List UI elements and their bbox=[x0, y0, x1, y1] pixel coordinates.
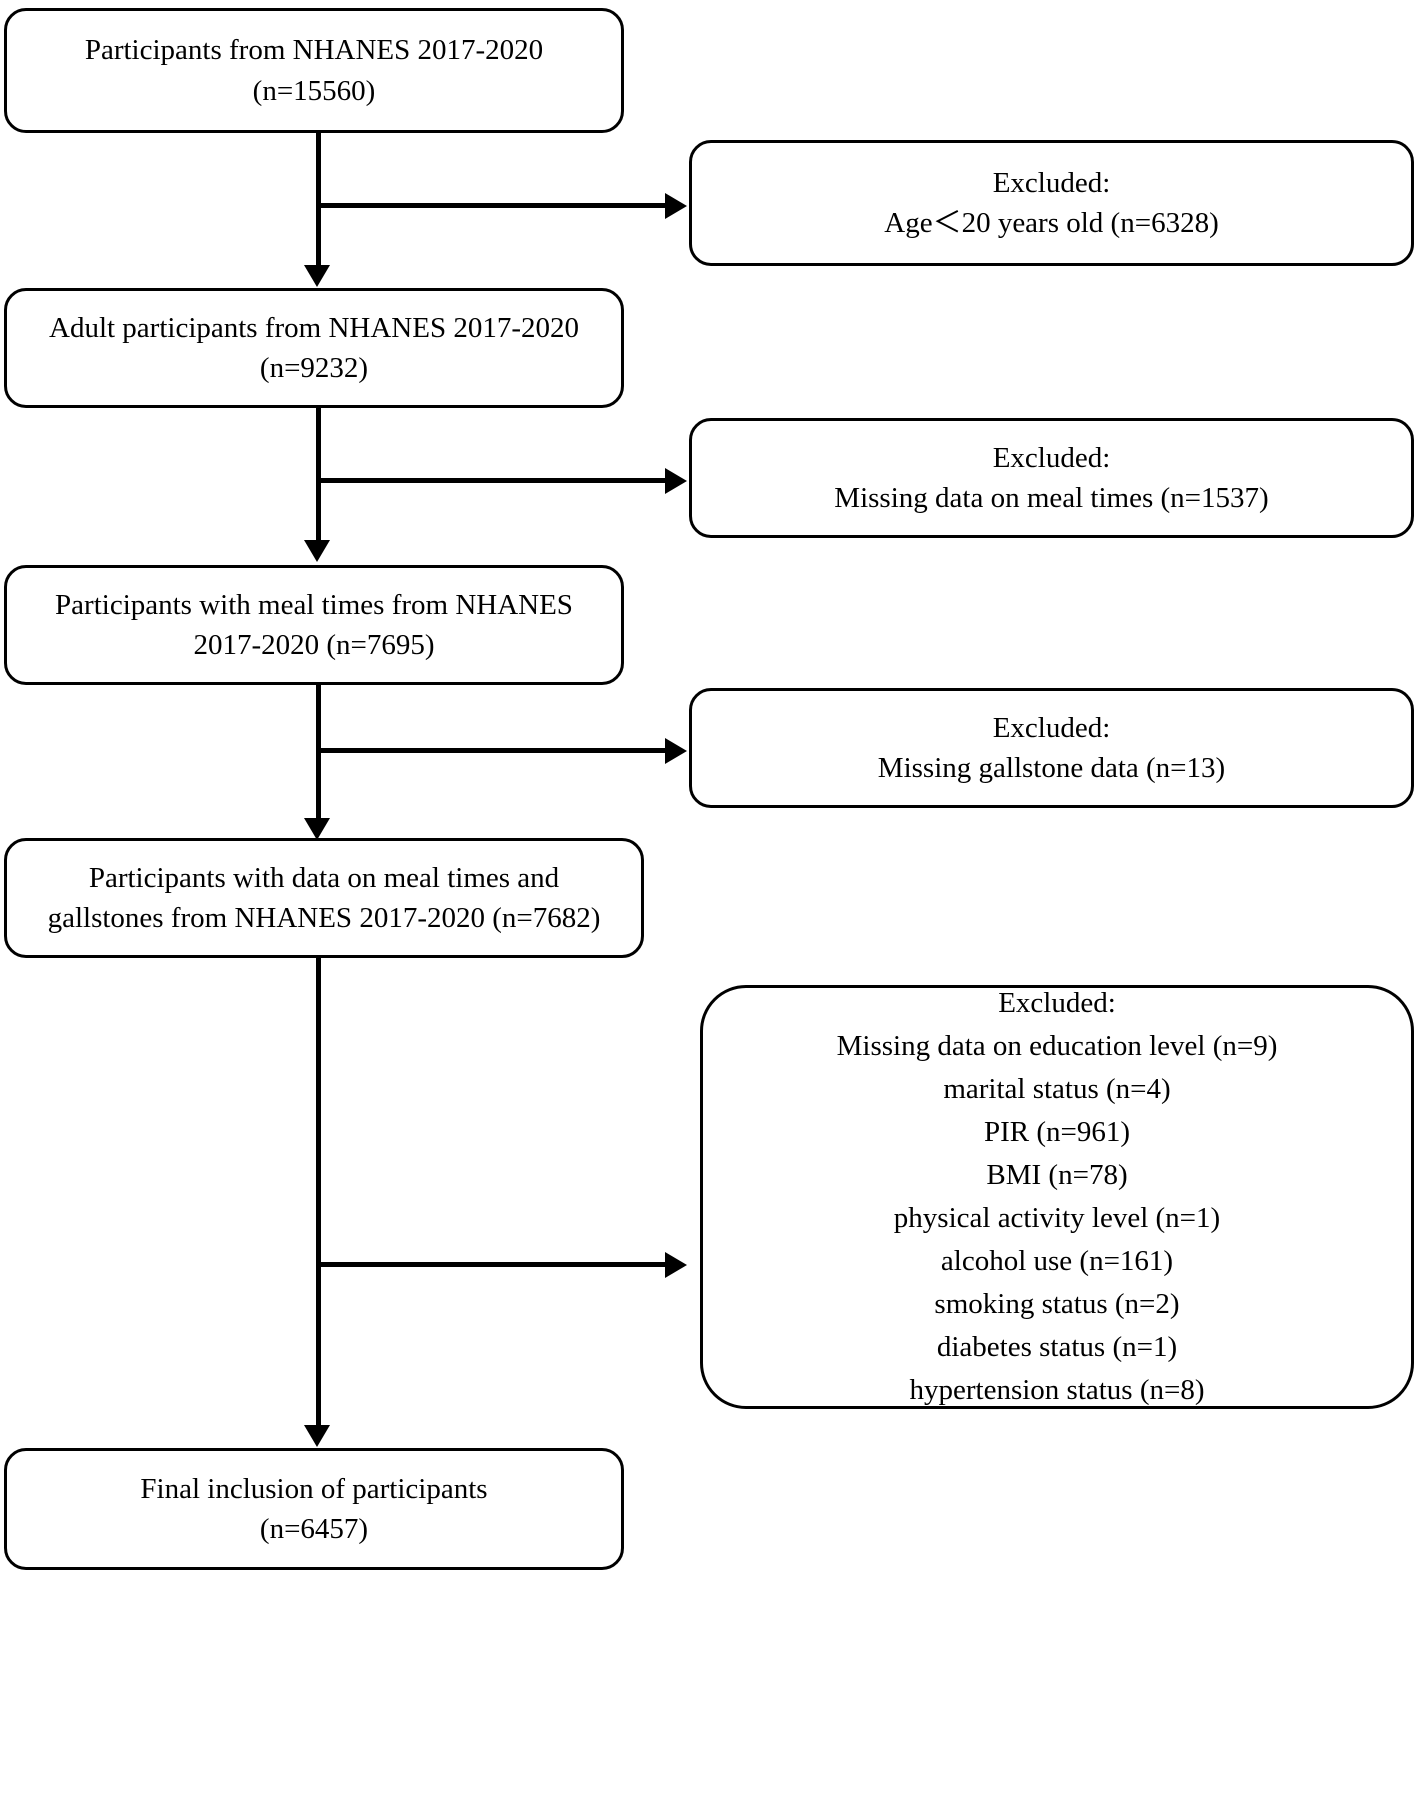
arrow-into-adults bbox=[304, 265, 330, 287]
node-adult-participants-line-1: Adult participants from NHANES 2017-2020 bbox=[49, 311, 579, 344]
connector-branch-gallstone bbox=[318, 748, 668, 753]
node-excluded-covariates-item-3: BMI (n=78) bbox=[986, 1159, 1128, 1192]
node-excluded-gallstone-text: Excluded: Missing gallstone data (n=13) bbox=[692, 708, 1411, 788]
node-excluded-age: Excluded: Age＜20 years old (n=6328) bbox=[689, 140, 1414, 266]
node-excluded-meal-times-line-1: Excluded: bbox=[992, 441, 1111, 474]
arrow-into-meal-gallstone bbox=[304, 818, 330, 840]
node-participants-meal-times-line-1: Participants with meal times from NHANES bbox=[55, 588, 573, 621]
node-participants-meal-gallstone-text: Participants with data on meal times and… bbox=[7, 858, 641, 938]
connector-branch-age bbox=[318, 203, 668, 208]
arrow-into-excluded-gallstone bbox=[665, 738, 687, 764]
node-excluded-covariates-item-2: PIR (n=961) bbox=[983, 1116, 1131, 1149]
node-excluded-meal-times-line-2: Missing data on meal times (n=1537) bbox=[834, 482, 1269, 514]
node-participants-total-line-1: Participants from NHANES 2017-2020 bbox=[84, 34, 544, 67]
node-participants-total-line-2: (n=15560) bbox=[252, 74, 376, 107]
connector-branch-covariates bbox=[318, 1262, 668, 1267]
connector-trunk-4 bbox=[316, 958, 321, 1433]
node-excluded-age-line-1: Excluded: bbox=[992, 166, 1111, 199]
arrow-into-excluded-age bbox=[665, 193, 687, 219]
node-excluded-covariates-item-0: Missing data on education level (n=9) bbox=[836, 1030, 1278, 1063]
node-participants-meal-gallstone-line-1: Participants with data on meal times and bbox=[88, 861, 560, 894]
node-participants-meal-times-text: Participants with meal times from NHANES… bbox=[7, 585, 621, 665]
node-excluded-covariates-item-5: alcohol use (n=161) bbox=[940, 1244, 1174, 1277]
node-final-inclusion-line-2: (n=6457) bbox=[259, 1513, 369, 1545]
arrow-into-final bbox=[304, 1425, 330, 1447]
node-excluded-age-text: Excluded: Age＜20 years old (n=6328) bbox=[692, 163, 1411, 243]
node-participants-total: Participants from NHANES 2017-2020 (n=15… bbox=[4, 8, 624, 133]
arrow-into-excluded-meal-times bbox=[665, 468, 687, 494]
node-participants-total-text: Participants from NHANES 2017-2020 (n=15… bbox=[7, 30, 621, 110]
node-final-inclusion-text: Final inclusion of participants (n=6457) bbox=[7, 1469, 621, 1549]
node-excluded-covariates-header: Excluded: bbox=[998, 987, 1116, 1020]
node-excluded-meal-times: Excluded: Missing data on meal times (n=… bbox=[689, 418, 1414, 538]
node-excluded-covariates-item-1: marital status (n=4) bbox=[943, 1073, 1171, 1106]
node-participants-meal-gallstone-line-2: gallstones from NHANES 2017-2020 (n=7682… bbox=[47, 902, 601, 934]
node-excluded-covariates: Excluded: Missing data on education leve… bbox=[700, 985, 1414, 1409]
node-excluded-gallstone: Excluded: Missing gallstone data (n=13) bbox=[689, 688, 1414, 808]
node-excluded-covariates-item-7: diabetes status (n=1) bbox=[936, 1330, 1178, 1363]
node-adult-participants-line-2: (n=9232) bbox=[259, 352, 369, 384]
node-excluded-covariates-item-8: hypertension status (n=8) bbox=[909, 1373, 1205, 1406]
node-excluded-covariates-item-6: smoking status (n=2) bbox=[934, 1287, 1180, 1320]
connector-branch-meal-times bbox=[318, 478, 668, 483]
node-final-inclusion-line-1: Final inclusion of participants bbox=[140, 1472, 488, 1505]
node-excluded-covariates-text: Excluded: Missing data on education leve… bbox=[703, 982, 1411, 1411]
node-participants-meal-gallstone: Participants with data on meal times and… bbox=[4, 838, 644, 958]
connector-trunk-3 bbox=[316, 685, 321, 825]
node-excluded-age-line-2: Age＜20 years old (n=6328) bbox=[884, 207, 1219, 239]
arrow-into-excluded-covariates bbox=[665, 1252, 687, 1278]
node-excluded-gallstone-line-2: Missing gallstone data (n=13) bbox=[877, 752, 1226, 784]
node-adult-participants: Adult participants from NHANES 2017-2020… bbox=[4, 288, 624, 408]
node-excluded-gallstone-line-1: Excluded: bbox=[992, 711, 1111, 744]
node-participants-meal-times-line-2: 2017-2020 (n=7695) bbox=[193, 629, 435, 661]
node-adult-participants-text: Adult participants from NHANES 2017-2020… bbox=[7, 308, 621, 388]
node-participants-meal-times: Participants with meal times from NHANES… bbox=[4, 565, 624, 685]
node-final-inclusion: Final inclusion of participants (n=6457) bbox=[4, 1448, 624, 1570]
arrow-into-meal-times bbox=[304, 540, 330, 562]
node-excluded-meal-times-text: Excluded: Missing data on meal times (n=… bbox=[692, 438, 1411, 518]
node-excluded-covariates-item-4: physical activity level (n=1) bbox=[893, 1202, 1221, 1234]
